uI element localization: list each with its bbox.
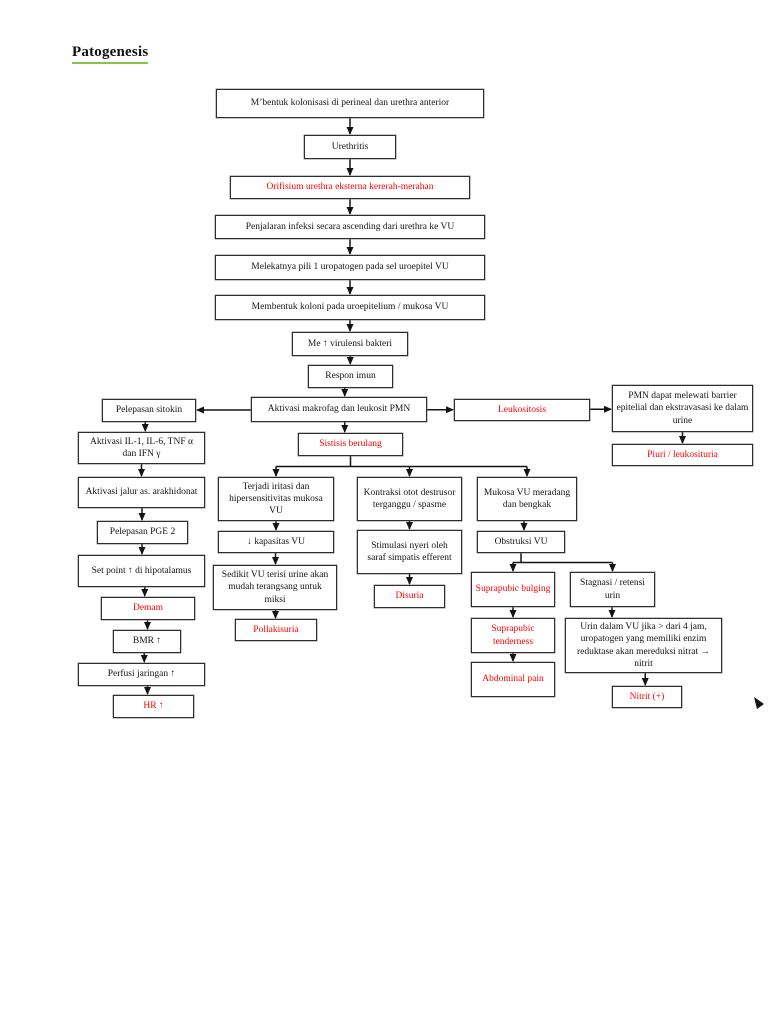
flow-node-demam: Demam — [101, 597, 195, 620]
flow-node-n6: Membentuk koloni pada uroepitelium / muk… — [215, 295, 485, 320]
flow-node-leuko: Leukositosis — [454, 399, 590, 421]
flow-node-n2: Urethritis — [304, 135, 396, 159]
flow-node-obstruksi: Obstruksi VU — [477, 531, 565, 553]
flow-node-kontraksi: Kontraksi otot destrusor terganggu / spa… — [357, 477, 462, 521]
flow-node-n3: Orifisium urethra eksterna kererah-merah… — [230, 176, 470, 199]
flow-node-abdominal: Abdominal pain — [471, 662, 555, 697]
flow-node-stagnasi: Stagnasi / retensi urin — [570, 572, 655, 607]
flow-node-n1: M’bentuk kolonisasi di perineal dan uret… — [216, 89, 484, 118]
page-title: Patogenesis — [72, 44, 149, 64]
flow-node-terjadi: Terjadi iritasi dan hipersensitivitas mu… — [218, 477, 334, 521]
flow-node-n4: Penjalaran infeksi secara ascending dari… — [215, 215, 485, 239]
flow-node-makrofag: Aktivasi makrofag dan leukosit PMN — [251, 397, 427, 422]
flow-node-sitokin: Pelepasan sitokin — [102, 399, 196, 422]
flow-node-hr: HR ↑ — [113, 695, 194, 718]
flow-node-urin: Urin dalam VU jika > dari 4 jam, uropato… — [565, 618, 722, 673]
flow-node-il1: Aktivasi IL-1, IL-6, TNF α dan IFN γ — [78, 432, 205, 464]
flow-node-sistisis: Sistisis berulang — [298, 433, 403, 456]
flow-node-pge2: Pelepasan PGE 2 — [97, 521, 188, 544]
flow-node-disuria: Disuria — [374, 585, 445, 608]
flow-node-n5: Melekatnya pili 1 uropatogen pada sel ur… — [215, 255, 485, 280]
flow-node-bmr: BMR ↑ — [113, 630, 181, 653]
flow-node-n8: Respon imun — [308, 365, 393, 388]
flow-node-n7: Me ↑ virulensi bakteri — [292, 332, 408, 356]
flow-node-kapasitas: ↓ kapasitas VU — [218, 531, 334, 553]
flow-node-setpoint: Set point ↑ di hipotalamus — [78, 555, 205, 587]
flow-node-nitrit: Nitrit (+) — [612, 686, 682, 708]
flow-node-pmn: PMN dapat melewati barrier epitelial dan… — [612, 385, 753, 432]
flow-node-perfusi: Perfusi jaringan ↑ — [78, 663, 205, 686]
flow-node-bulging: Suprapubic bulging — [471, 572, 555, 607]
flow-node-pollakisuria: Pollakisuria — [235, 619, 317, 641]
flow-node-mukosa: Mukosa VU meradang dan bengkak — [477, 477, 577, 521]
flow-node-piuri: Piuri / leukosituria — [612, 444, 753, 466]
flow-node-sedikit: Sedikit VU terisi urine akan mudah teran… — [213, 565, 337, 610]
flow-node-stimulasi: Stimulasi nyeri oleh saraf simpatis effe… — [357, 530, 462, 574]
stray-pen-mark — [754, 697, 764, 709]
flow-node-tenderness: Suprapubic tenderness — [471, 618, 555, 653]
flow-node-arak: Aktivasi jalur as. arakhidonat — [78, 477, 205, 508]
